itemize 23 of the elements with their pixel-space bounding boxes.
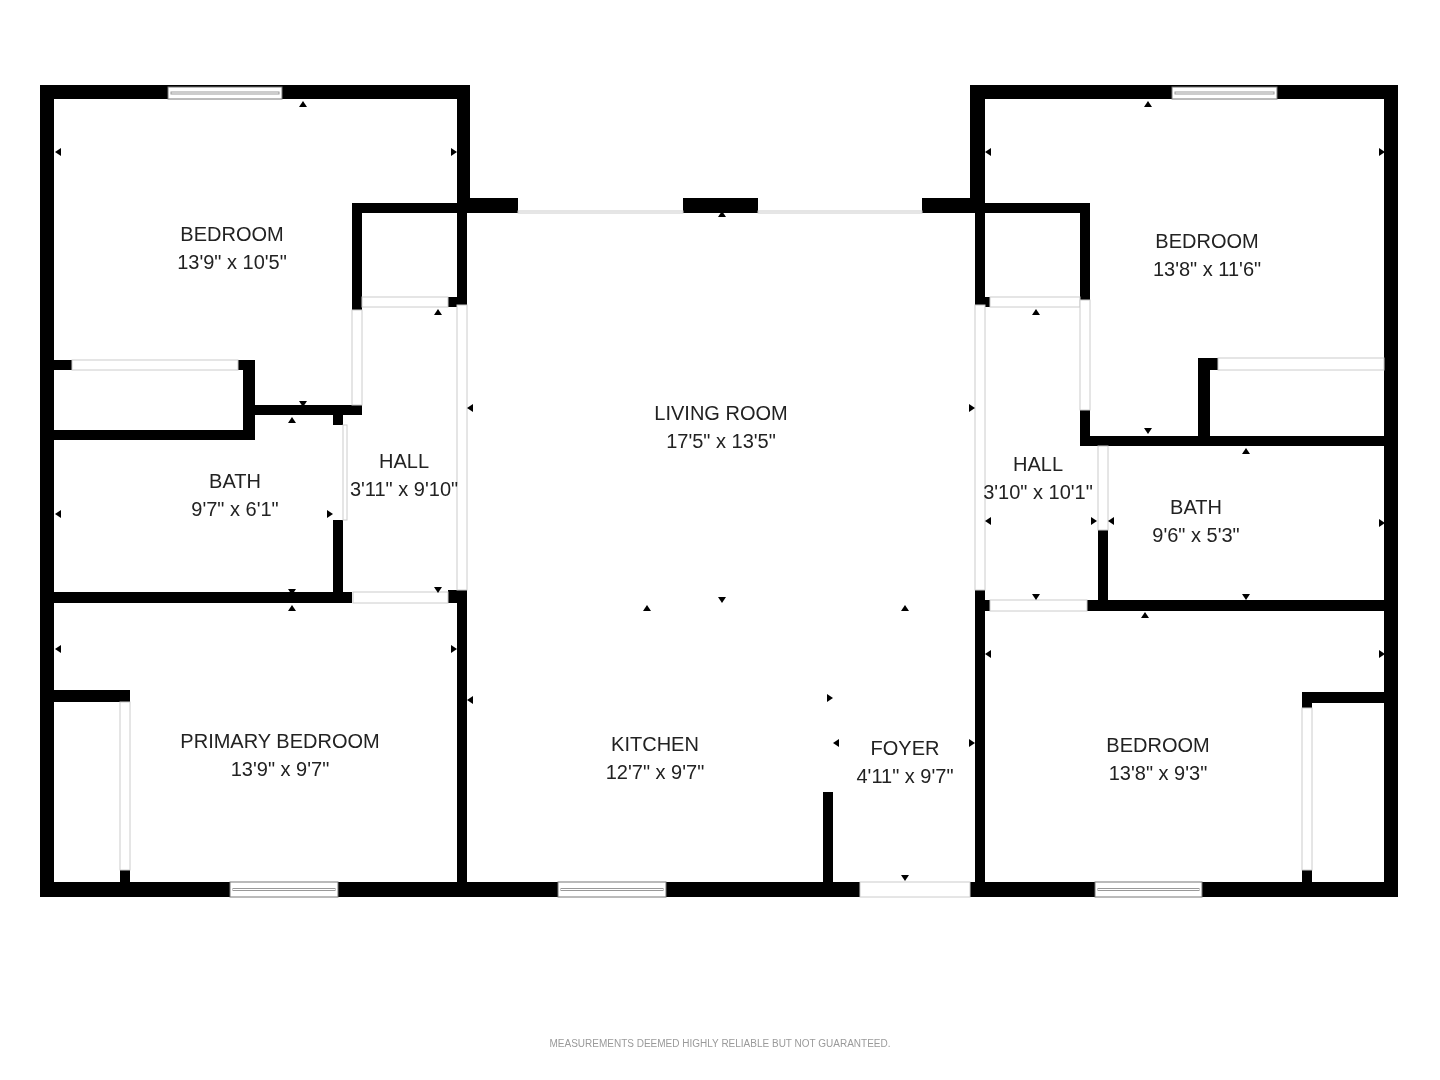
room-name: HALL: [1013, 453, 1063, 475]
room-name: BEDROOM: [180, 223, 284, 245]
room-name: KITCHEN: [611, 733, 699, 755]
room-dimensions: 13'8" x 9'3": [1108, 762, 1208, 784]
room-name: FOYER: [870, 737, 940, 759]
room-name: HALL: [379, 450, 429, 472]
room-name: LIVING ROOM: [654, 402, 788, 424]
room-dimensions: 13'9" x 9'7": [230, 758, 330, 780]
disclaimer-note: MEASUREMENTS DEEMED HIGHLY RELIABLE BUT NOT GUARANTEED.: [549, 1037, 891, 1049]
room-dimensions: 4'11" x 9'7": [856, 765, 954, 787]
room-dimensions: 9'6" x 5'3": [1152, 524, 1240, 546]
room-dimensions: 13'8" x 11'6": [1152, 258, 1262, 280]
room-name: BEDROOM: [1106, 734, 1210, 756]
room-dimensions: 17'5" x 13'5": [666, 430, 776, 452]
room-name: BATH: [1170, 496, 1222, 518]
room-dimensions: 3'11" x 9'10": [349, 478, 459, 500]
room-name: PRIMARY BEDROOM: [180, 730, 380, 752]
room-dimensions: 12'7" x 9'7": [605, 761, 705, 783]
room-dimensions: 3'10" x 10'1": [983, 481, 1093, 503]
room-name: BEDROOM: [1155, 230, 1259, 252]
room-dimensions: 9'7" x 6'1": [191, 498, 279, 520]
room-name: BATH: [209, 470, 261, 492]
room-dimensions: 13'9" x 10'5": [177, 251, 287, 273]
